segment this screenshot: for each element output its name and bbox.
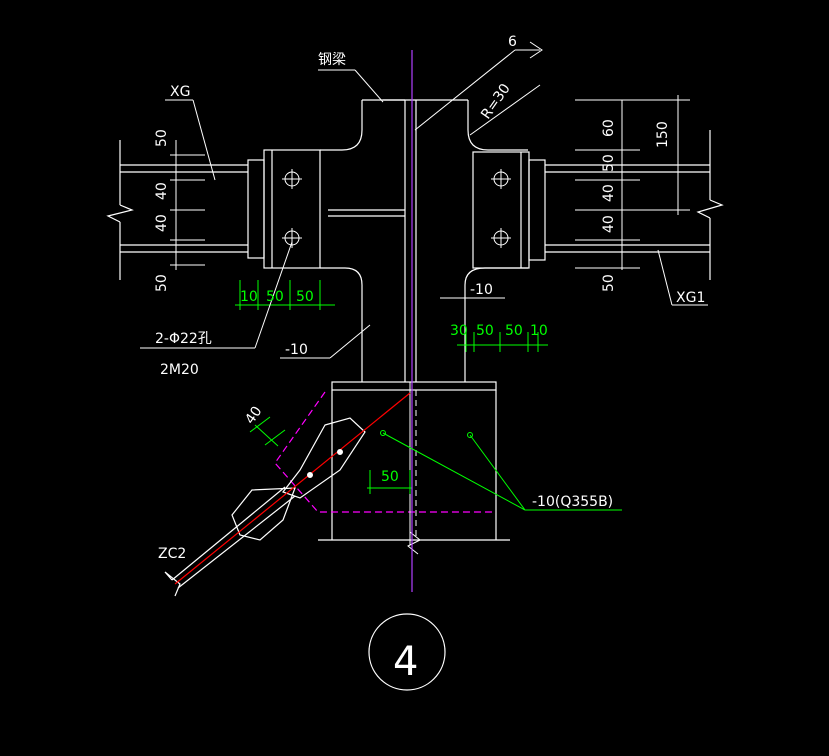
dim-left-h50b: 50 [296,289,314,305]
left-bolts [282,169,302,248]
gusset-plate [318,381,510,541]
label-plate-right: -10 [470,282,493,298]
right-dim-lines [575,95,690,270]
left-plate [247,149,321,269]
dim-right-50: 50 [601,154,617,172]
left-dim-lines [170,140,205,270]
dim-left-40-b: 40 [154,214,170,232]
brace-dim [249,416,286,447]
label-weld: 6 [508,34,517,50]
dim-left-h50a: 50 [266,289,284,305]
brace-zc2 [164,417,366,597]
brace-bolt-a [337,449,343,455]
web-break-mark [407,531,421,555]
leader-q355b [382,432,622,511]
right-hdim [457,332,548,352]
dim-left-40-a: 40 [154,182,170,200]
right-member-xg1 [545,130,724,280]
leaders [140,41,708,359]
left-member-xg [106,140,248,280]
dim-right-h50a: 50 [476,323,494,339]
brace-bolt-b [307,472,313,478]
dim-right-150: 150 [655,121,671,148]
label-detail-no: 4 [393,639,418,685]
label-beam: 钢梁 [318,52,346,68]
label-plate-left: -10 [285,342,308,358]
dim-brace-40: 40 [242,404,265,428]
label-bolts: 2M20 [160,362,199,378]
beam-outline [320,99,528,382]
gusset-dot-a [380,430,386,436]
label-xg1: XG1 [676,290,705,306]
right-plate [472,151,546,269]
gusset-dim [367,470,412,494]
label-holes: 2-Φ22孔 [155,331,212,347]
brace-centerline [174,392,411,585]
label-zc2: ZC2 [158,546,186,562]
label-xg: XG [170,84,190,100]
label-plate-q355b: -10(Q355B) [532,494,613,510]
dim-right-h30: 30 [450,323,468,339]
dim-right-50-bot: 50 [601,274,617,292]
dim-right-60: 60 [601,119,617,137]
dim-right-40-a: 40 [601,184,617,202]
dim-left-50-bot: 50 [154,274,170,292]
gusset-dot-b [467,432,473,438]
hidden-outline [274,391,496,513]
dim-left-h10: 10 [240,289,258,305]
right-bolts [491,169,511,248]
dim-right-h10: 10 [530,323,548,339]
dim-left-50-top: 50 [154,129,170,147]
column-web [404,100,417,382]
dim-right-h50b: 50 [505,323,523,339]
left-hdim [235,280,335,310]
dim-right-40-b: 40 [601,215,617,233]
detail-bubble [368,613,446,691]
dim-gusset-50: 50 [381,469,399,485]
